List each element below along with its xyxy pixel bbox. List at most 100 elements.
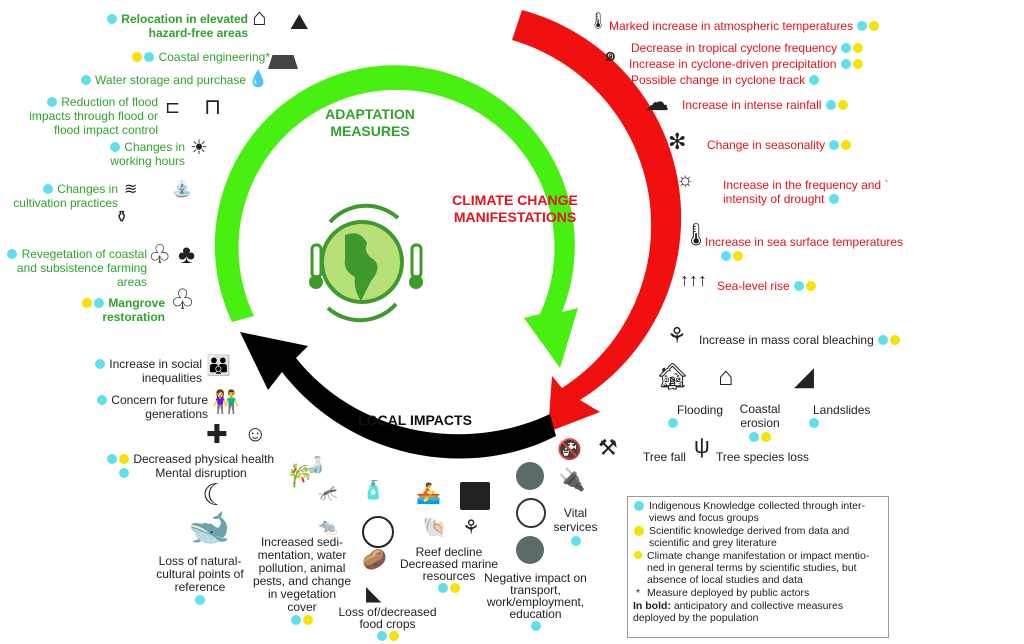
medical-cross-icon: ✚	[206, 419, 228, 449]
indigenous-dot	[828, 194, 839, 204]
scientific-dot	[733, 251, 743, 261]
indigenous-dot	[809, 75, 820, 85]
coastal-erosion-icon: ⌂	[718, 361, 734, 391]
seawall-icon	[268, 55, 298, 69]
fishing-boat-icon: 🚣	[416, 483, 441, 505]
indigenous-dot	[107, 454, 117, 464]
adaptation-item-working-hours: Changes in working hours	[109, 140, 185, 168]
legend-text: Climate change manifestation or impact m…	[647, 550, 870, 586]
manifestation-cyclone-track: Possible change in cyclone track	[631, 73, 820, 87]
mountains-icon: ⛰	[290, 9, 309, 34]
legend-text: Indigenous Knowledge collected through i…	[649, 500, 865, 524]
shell-icon: 🐚	[422, 517, 447, 539]
sweet-potato-icon: 🥔	[362, 549, 387, 571]
drought-icon: ☼	[676, 169, 695, 191]
scientific-dot	[761, 432, 771, 442]
legend-indigenous: Indigenous Knowledge collected through i…	[633, 500, 883, 524]
indigenous-dot	[376, 631, 387, 641]
manifestation-cyclone-precipitation: Increase in cyclone-driven precipitation	[629, 57, 864, 71]
impact-future-generations: Concern for future generations	[90, 393, 208, 421]
seasons-icon: ✻	[668, 129, 687, 154]
indigenous-dot	[721, 251, 731, 261]
manifestation-coral-bleaching: Increase in mass coral bleaching	[699, 333, 901, 347]
adaptation-item-revegetation: Revegetation of coastal and subsistence …	[0, 247, 147, 289]
indigenous-dot	[857, 21, 868, 31]
indigenous-dot	[749, 432, 759, 442]
mangrove-icon: ♧	[170, 284, 196, 315]
indigenous-dot	[438, 583, 448, 593]
sea-thermometer-icon: 🌡	[682, 222, 710, 247]
legend: Indigenous Knowledge collected through i…	[627, 496, 889, 638]
indigenous-dot	[530, 621, 541, 631]
manifestation-seasonality: Change in seasonality	[707, 138, 852, 152]
watering-can-icon: ⚱	[115, 209, 129, 226]
seaweed-icon: ⚘	[462, 517, 480, 539]
impact-sedimentation: Increased sedi-mentation, water pollutio…	[252, 536, 352, 627]
indigenous-dot	[119, 468, 129, 478]
legend-text: Measure deployed by public actors	[647, 587, 810, 599]
legend-general: Climate change manifestation or impact m…	[633, 550, 883, 586]
globe-icon	[309, 203, 423, 323]
scientific-dot	[119, 454, 129, 464]
scientific-dot	[634, 526, 644, 536]
no-water-tap-icon: 🚱	[557, 439, 582, 461]
impact-mental-disruption: Mental disruption	[118, 466, 247, 480]
bamboo-icon: 🎋	[286, 463, 314, 488]
pig-icon: ◣	[366, 583, 382, 605]
impact-natural-cultural-points: Loss of natural-cultural points of refer…	[150, 555, 250, 607]
indigenous-dot	[634, 501, 644, 511]
impact-food-crops: Loss of/decreased food crops	[335, 606, 440, 642]
mosquito-icon: 🦟	[318, 485, 338, 502]
water-drops-icon: 💧	[248, 71, 268, 88]
impact-tree-fall: Tree fall	[643, 450, 686, 464]
manifestations-title: CLIMATE CHANGE MANIFESTATIONS	[452, 192, 578, 225]
scientific-dot	[852, 59, 863, 69]
impacts-title: LOCAL IMPACTS	[358, 412, 472, 428]
manifestation-atmospheric-temperature: Marked increase in atmospheric temperatu…	[609, 19, 880, 33]
adaptation-item-mangrove: Mangrove restoration	[70, 296, 165, 324]
indigenous-dot	[94, 359, 105, 369]
adaptation-title: ADAPTATION MEASURES	[325, 106, 415, 139]
cyclone-icon: ๑	[604, 44, 617, 66]
indigenous-dot	[109, 142, 120, 152]
thermometer-icon: 🌡	[588, 13, 609, 30]
tree-filled-icon: ♣	[178, 239, 196, 269]
impact-physical-health: Decreased physical health	[106, 452, 274, 466]
indigenous-dot	[42, 184, 53, 194]
asterisk-symbol: *	[635, 587, 641, 599]
pesticide-bottle-icon: 🧴	[362, 480, 385, 500]
coral-reef-icon	[460, 482, 490, 510]
indigenous-dot	[668, 418, 678, 428]
scientific-dot	[388, 631, 399, 641]
legend-text: Scientific knowledge derived from data a…	[649, 525, 850, 549]
scientific-dot	[869, 21, 880, 31]
raised-bed-icon: ≋	[124, 181, 138, 198]
indigenous-dot	[841, 43, 852, 53]
house-truck-icon: ⌂	[252, 4, 267, 31]
flooding-icon: 🏚	[656, 361, 690, 391]
indigenous-dot	[195, 595, 205, 605]
stressed-person-icon: ☺	[244, 421, 267, 446]
scientific-dot	[841, 140, 852, 150]
indigenous-dot	[7, 249, 18, 259]
impacts-arrow	[240, 332, 556, 459]
impact-tree-species-loss: Tree species loss	[716, 450, 809, 464]
indigenous-dot	[46, 97, 57, 107]
drain-pipe-icon: ⊏	[165, 97, 181, 117]
indigenous-dot	[829, 140, 840, 150]
children-icon: 👫	[212, 389, 240, 414]
manifestation-drought: Increase in the frequency and ` intensit…	[723, 178, 889, 206]
legend-text: anticipatory and collective measures dep…	[633, 600, 844, 624]
manifestation-cyclone-frequency: Decrease in tropical cyclone frequency	[631, 41, 864, 55]
general-mention-dot	[634, 551, 642, 559]
crop-field-icon	[362, 516, 394, 548]
electric-plug-icon: 🔌	[558, 467, 586, 492]
indigenous-dot	[291, 615, 301, 625]
transport-icon	[516, 462, 544, 490]
adaptation-item-cultivation: Changes in cultivation practices	[13, 182, 118, 210]
manifestation-intense-rainfall: Increase in intense rainfall	[682, 98, 849, 112]
tree-outline-icon: ♧	[148, 239, 172, 269]
sprinkler-icon: ⛲	[172, 181, 192, 198]
